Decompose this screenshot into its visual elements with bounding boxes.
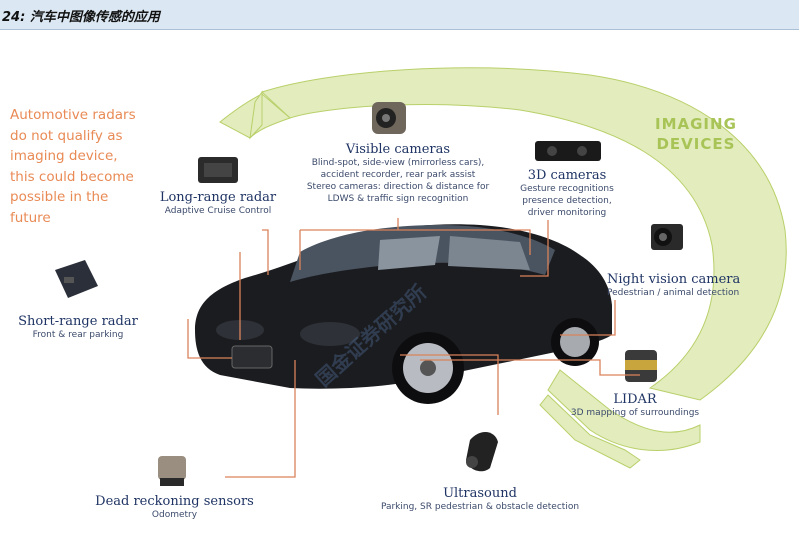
ultrasound-desc: Parking, SR pedestrian & obstacle detect… bbox=[380, 502, 580, 512]
figure-caption: 24: 汽车中图像传感的应用 bbox=[2, 10, 160, 25]
night-vision-label: Night vision camera Pedestrian / animal … bbox=[607, 272, 740, 299]
short-range-radar-icon bbox=[55, 260, 98, 298]
short-range-radar-desc: Front & rear parking bbox=[32, 330, 124, 340]
lidar-label: LIDAR 3D mapping of surroundings bbox=[570, 392, 700, 419]
visible-cameras-desc: LDWS & traffic sign recognition bbox=[327, 194, 469, 204]
dead-reckoning-sensor-icon bbox=[158, 456, 186, 486]
visible-cameras-desc: Stereo cameras: direction & distance for bbox=[306, 182, 490, 192]
dead-reckoning-title: Dead reckoning sensors bbox=[95, 494, 254, 509]
figure-caption-bar: 24: 汽车中图像传感的应用 bbox=[0, 0, 799, 30]
note-line: imaging device, bbox=[10, 148, 118, 164]
lidar-desc: 3D mapping of surroundings bbox=[570, 408, 700, 418]
3d-cameras-desc: presence detection, bbox=[522, 196, 612, 206]
note-line: Automotive radars bbox=[10, 107, 136, 123]
sensor-diagram: Automotive radars do not qualify as imag… bbox=[0, 30, 799, 535]
dead-reckoning-desc: Odometry bbox=[151, 510, 198, 520]
lidar-title: LIDAR bbox=[613, 392, 657, 407]
visible-cameras-desc: accident recorder, rear park assist bbox=[320, 170, 476, 180]
radar-note: Automotive radars do not qualify as imag… bbox=[10, 105, 160, 228]
imaging-line: DEVICES bbox=[656, 135, 736, 153]
3d-cameras-desc: Gesture recognitions bbox=[520, 184, 614, 194]
night-vision-camera-icon bbox=[651, 224, 683, 250]
imaging-line: IMAGING bbox=[655, 115, 737, 133]
night-vision-desc: Pedestrian / animal detection bbox=[607, 288, 740, 298]
3d-cameras-label: 3D cameras Gesture recognitions presence… bbox=[507, 168, 627, 219]
short-range-radar-title: Short-range radar bbox=[18, 314, 138, 329]
long-range-radar-title: Long-range radar bbox=[159, 190, 277, 205]
short-range-radar-label: Short-range radar Front & rear parking bbox=[18, 314, 138, 341]
visible-camera-icon bbox=[372, 102, 406, 134]
visible-cameras-desc: Blind-spot, side-view (mirrorless cars), bbox=[311, 158, 485, 168]
long-range-radar-label: Long-range radar Adaptive Cruise Control bbox=[158, 190, 278, 217]
dead-reckoning-label: Dead reckoning sensors Odometry bbox=[92, 494, 257, 521]
ultrasound-sensor-icon bbox=[466, 431, 498, 472]
note-line: this could become bbox=[10, 168, 134, 185]
leader-lines bbox=[187, 218, 640, 478]
note-line: possible in the bbox=[10, 189, 109, 205]
ultrasound-title: Ultrasound bbox=[443, 486, 517, 501]
diagram-graphics bbox=[55, 67, 787, 486]
3d-camera-icon bbox=[535, 141, 601, 161]
lidar-icon bbox=[625, 350, 657, 382]
note-line: do not qualify as bbox=[10, 127, 123, 144]
long-range-radar-icon bbox=[198, 157, 238, 183]
visible-cameras-label: Visible cameras Blind-spot, side-view (m… bbox=[298, 142, 498, 205]
night-vision-title: Night vision camera bbox=[607, 272, 741, 287]
3d-cameras-desc: driver monitoring bbox=[527, 208, 607, 218]
imaging-arc bbox=[219, 67, 787, 469]
imaging-devices-heading: IMAGING DEVICES bbox=[655, 114, 737, 154]
long-range-radar-desc: Adaptive Cruise Control bbox=[164, 206, 272, 216]
ultrasound-label: Ultrasound Parking, SR pedestrian & obst… bbox=[370, 486, 590, 513]
visible-cameras-title: Visible cameras bbox=[345, 142, 451, 157]
note-line: future bbox=[10, 209, 51, 226]
3d-cameras-title: 3D cameras bbox=[527, 168, 607, 183]
